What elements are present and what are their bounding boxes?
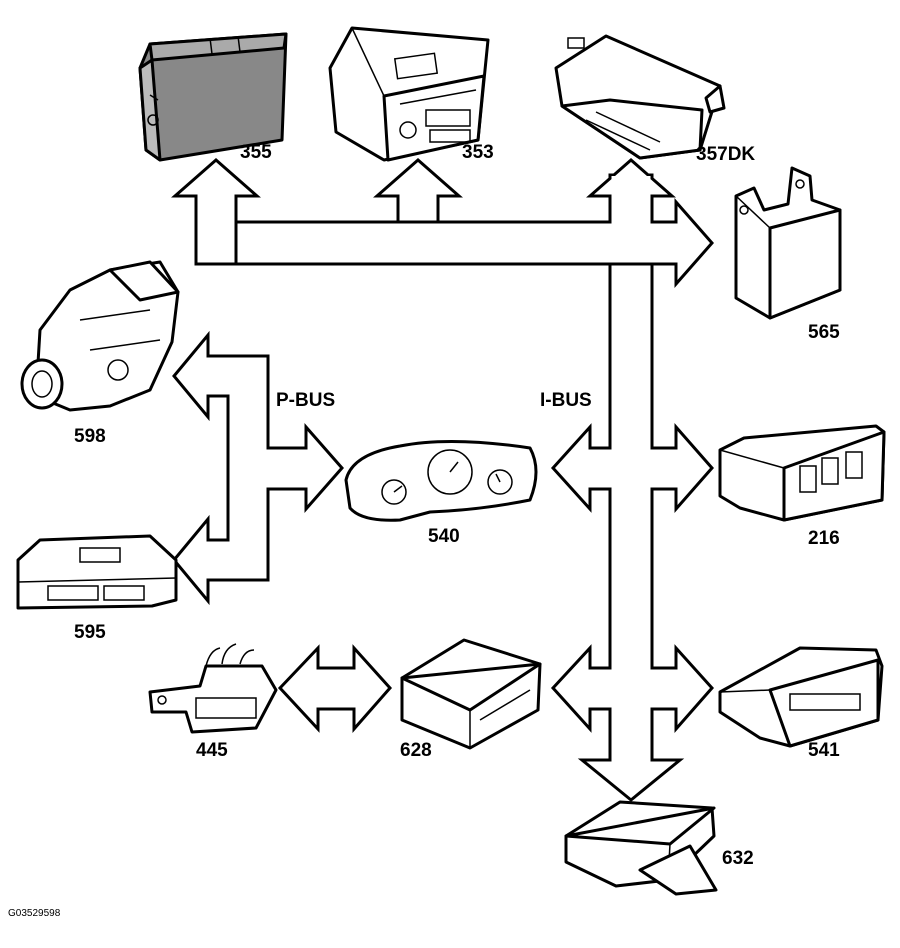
arrow-to-216 xyxy=(650,423,714,513)
component-632 xyxy=(564,800,718,896)
component-595 xyxy=(16,534,178,610)
component-541 xyxy=(718,646,884,748)
component-216 xyxy=(718,424,886,522)
label-565: 565 xyxy=(808,322,840,343)
component-357dk xyxy=(554,34,726,160)
arrow-to-540-i xyxy=(550,423,612,513)
arrow-to-541 xyxy=(650,644,715,733)
arrow-445-628 xyxy=(277,644,393,733)
component-565 xyxy=(734,166,842,320)
label-216: 216 xyxy=(808,528,840,549)
label-357dk: 357DK xyxy=(696,144,755,165)
component-540 xyxy=(344,439,538,522)
label-628: 628 xyxy=(400,740,432,761)
i-bus-connections xyxy=(171,158,715,802)
label-632: 632 xyxy=(722,848,754,869)
arrow-to-628-i xyxy=(550,644,612,733)
label-445: 445 xyxy=(196,740,228,761)
component-628 xyxy=(400,638,542,750)
label-p-bus: P-BUS xyxy=(276,390,335,411)
component-355 xyxy=(138,32,288,162)
component-598 xyxy=(20,260,180,412)
component-445 xyxy=(148,643,278,734)
component-353 xyxy=(328,26,490,162)
label-598: 598 xyxy=(74,426,106,447)
arrow-to-355 xyxy=(171,158,261,266)
label-355: 355 xyxy=(240,142,272,163)
p-bus-connections xyxy=(172,330,344,606)
label-i-bus: I-BUS xyxy=(540,390,592,411)
arrow-to-565-upper xyxy=(650,198,714,288)
figure-reference: G03529598 xyxy=(8,908,61,919)
label-541: 541 xyxy=(808,740,840,761)
label-540: 540 xyxy=(428,526,460,547)
arrow-to-353 xyxy=(373,158,463,224)
label-353: 353 xyxy=(462,142,494,163)
label-595: 595 xyxy=(74,622,106,643)
